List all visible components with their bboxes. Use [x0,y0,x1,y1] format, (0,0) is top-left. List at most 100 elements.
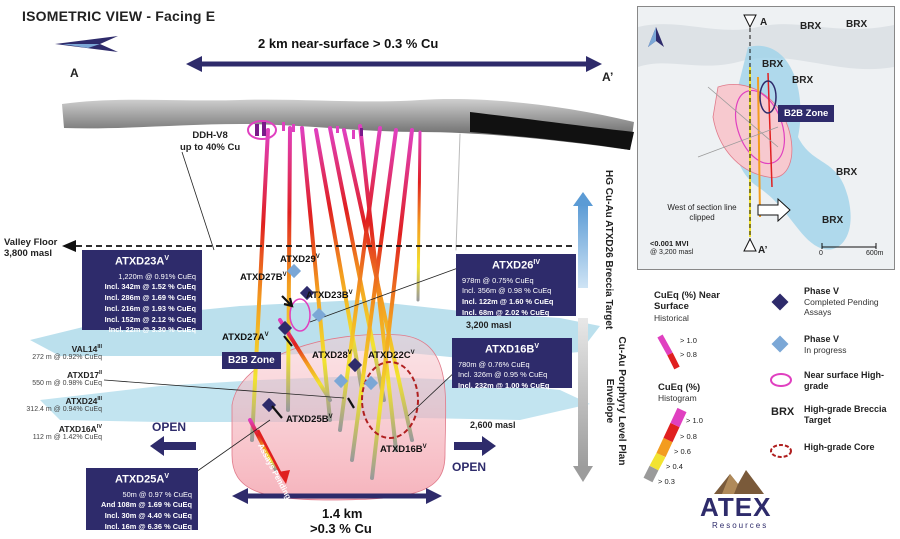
info-line: Incl. 68m @ 2.02 % CuEq [462,307,550,317]
info-line: Incl. 30m @ 4.40 % CuEq [104,511,192,521]
side-label-atxd17: ATXD17II 550 m @ 0.98% CuEq [32,370,102,388]
info-line: Incl. 216m @ 1.93 % CuEq [104,303,196,313]
legend-h-gt-08: > 0.8 [680,432,697,441]
inset-brx-1: BRX [800,21,822,32]
info-line: 978m @ 0.75% CuEq [462,275,534,285]
high-grade-core [361,361,419,439]
info-box-title: ATXD16BV [485,343,539,356]
hole-label-atxd27b: ATXD27BV [240,272,287,284]
legend-h-gt-10: > 1.0 [686,416,703,425]
legend-h-gt-04: > 0.4 [666,462,683,471]
inset-plan-map: A A’ BRX BRX BRX BRX BRX BRX B2B Zone We… [637,6,895,270]
side-label-atxd24: ATXD24III 312.4 m @ 0.94% CuEq [26,396,102,414]
drill-holes [248,124,461,480]
atex-logo-text: ATEX [700,492,772,522]
section-label-a: A [70,66,79,80]
inset-scale-600: 600m [866,250,884,257]
terrain-surface [62,98,634,150]
info-line: Incl. 16m @ 6.36 % CuEq [104,521,192,531]
porphyry-envelope-arrow [573,318,593,482]
legend-p5c-title: Phase V [804,286,840,296]
hole-label-atxd29: ATXD29V [280,254,320,266]
ddh-label: DDH-V8 up to 40% Cu [180,130,240,154]
legend-near-surface-hg: Near surface High-grade [804,370,885,391]
porphyry-envelope-label: Cu-Au Porphyry Level Plan Envelope [604,336,627,466]
side-label-atxd16a: ATXD16AIV 112 m @ 1.42% CuEq [32,424,102,442]
inset-b2b-label: B2B Zone [778,105,835,122]
legend-phase5-progress-icon [771,335,789,353]
valley-floor-line [62,240,572,252]
top-span-arrow [186,56,602,72]
near-surface-highgrade [247,120,363,140]
inset-brx-4: BRX [792,75,814,86]
valley-floor-label: Valley Floor 3,800 masl [4,237,57,260]
valley-floor-name: Valley Floor [4,237,58,248]
top-span-label: 2 km near-surface > 0.3 % Cu [258,36,439,51]
info-line: 1,220m @ 0.91% CuEq [118,271,196,281]
inset-label-a-prime: A’ [758,245,768,256]
legend-histogram-bar [643,407,687,483]
hole-label-atxd25b: ATXD25BV [286,414,333,426]
legend-ns-gt-10: > 1.0 [680,336,697,345]
info-line: And 108m @ 1.69 % CuEq [101,500,192,510]
elev-3200: 3,200 masl [466,320,512,330]
hole-label-atxd23b: ATXD23BV [306,290,353,302]
hole-label-atxd28: ATXD28V [312,350,352,362]
bottom-span-label-2: >0.3 % Cu [310,521,372,536]
legend-near-surface-bar [657,334,680,370]
info-box-atxd23a: ATXD23AV 1,220m @ 0.91% CuEq Incl. 342m … [82,250,202,334]
atex-logo-sub: Resources [712,521,769,530]
phase-v-markers [261,263,379,419]
legend-ns-sub: Historical [654,312,689,323]
legend-ns-gt-08: > 0.8 [680,350,697,359]
info-box-atxd25a: ATXD25AV 50m @ 0.97 % CuEq And 108m @ 1.… [86,468,198,531]
bottom-span-label-1: 1.4 km [322,506,363,521]
legend-hist-title: CuEq (%) [658,382,701,393]
valley-floor-elev: 3,800 masl [4,248,53,260]
legend-h-gt-06: > 0.6 [674,447,691,456]
open-right-label: OPEN [452,460,487,474]
legend-p5c-sub: Completed Pending Assays [804,296,879,317]
leader-lines [103,151,475,473]
page-title: ISOMETRIC VIEW - Facing E [22,8,216,24]
inset-brx-3: BRX [762,59,784,70]
legend-phase5-progress: Phase V In progress [804,334,847,355]
side-label-val14: VAL14III 272 m @ 0.92% CuEq [32,344,102,362]
legend-hist-sub: Histogram [658,393,697,404]
open-left-label: OPEN [152,420,187,434]
info-line: Incl. 22m @ 3.30 % CuEq [108,325,196,335]
legend-brx-desc: High-grade Breccia Target [804,404,887,425]
inset-west-note: West of section line clipped [667,203,737,223]
info-line: Incl. 122m @ 1.60 % CuEq [462,297,554,307]
elev-2600: 2,600 masl [470,420,516,430]
inset-mvi-label: <0.001 MVI [650,239,689,248]
bottom-span-arrow [232,488,442,504]
legend-ns-title: CuEq (%) Near Surface [654,290,720,313]
info-box-title: ATXD23AV [115,255,169,268]
legend-near-surface-hg-icon [770,373,792,387]
b2b-ellipse-main [289,298,311,332]
assays-pending-arrow [256,429,290,484]
ddh-name: DDH-V8 [192,130,228,141]
legend-p5p-title: Phase V [804,334,840,344]
legend-hg-core-icon [770,444,792,458]
legend-phase5-completed: Phase V Completed Pending Assays [804,286,896,317]
info-box-atxd16b: ATXD16BV 780m @ 0.76% CuEq Incl. 326m @ … [452,338,572,390]
inset-brx-5: BRX [836,167,858,178]
open-left-arrow [150,436,196,456]
info-line: Incl. 356m @ 0.98 % CuEq [462,286,552,296]
legend-near-surface: CuEq (%) Near Surface Historical [654,290,734,323]
section-label-a-prime: A’ [602,70,614,84]
legend-brx-code: BRX [771,406,795,418]
hole-label-atxd22c: ATXD22CV [368,350,415,362]
legend-phase5-completed-icon [771,293,789,311]
inset-scale-0: 0 [819,250,823,257]
north-arrow-icon [55,36,118,52]
info-box-atxd26: ATXD26IV 978m @ 0.75% CuEq Incl. 356m @ … [456,254,576,317]
legend-hg-core: High-grade Core [804,442,875,452]
inset-brx-6: BRX [822,215,844,226]
hole-label-atxd16b: ATXD16BV [380,444,427,456]
atex-logo-icon [714,470,764,494]
inset-brx-2: BRX [846,19,868,30]
info-line: Incl. 232m @ 1.00 % CuEq [458,381,550,391]
